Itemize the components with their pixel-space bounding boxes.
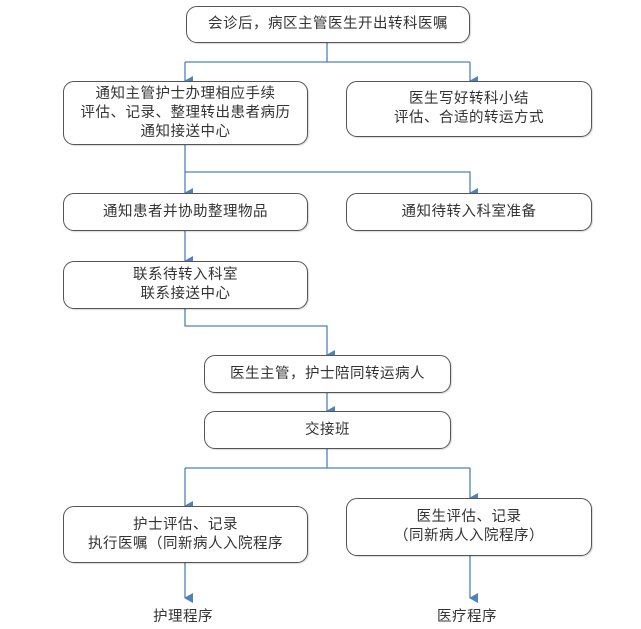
node-text-line: 医生评估、记录 <box>416 509 522 525</box>
node-nurse-assessment: 护士评估、记录执行医嘱（同新病人入院程序 <box>63 506 308 563</box>
connector-to-notify-dept <box>185 171 478 198</box>
node-start-transfer-order: 会诊后，病区主管医生开出转科医嘱 <box>186 6 470 43</box>
node-notify-receiving-dept: 通知待转入科室准备 <box>346 193 592 231</box>
node-text-line: 联系待转入科室 <box>133 267 238 283</box>
node-text-line: 评估、合适的转运方式 <box>394 110 544 126</box>
terminal-nursing-procedure: 护理程序 <box>153 609 213 625</box>
node-escort-patient: 医生主管，护士陪同转运病人 <box>204 355 451 393</box>
node-text-line: 通知主管护士办理相应手续 <box>95 85 276 102</box>
node-text-line: 评估、记录、整理转出患者病历 <box>80 104 291 121</box>
node-text-line: 医生写好转科小结 <box>409 91 529 107</box>
node-text-line: 护士评估、记录 <box>133 516 238 533</box>
node-notify-head-nurse: 通知主管护士办理相应手续评估、记录、整理转出患者病历通知接送中心 <box>63 81 308 145</box>
node-text-line: 联系接送中心 <box>140 286 231 302</box>
node-notify-patient: 通知患者并协助整理物品 <box>63 193 308 231</box>
node-doctor-assessment: 医生评估、记录 （同新病人入院程序） <box>346 498 592 556</box>
connector-to-escort <box>184 309 335 360</box>
node-text-line: 执行医嘱（同新病人入院程序 <box>88 535 283 552</box>
node-text-line: 交接班 <box>305 421 350 438</box>
node-text-line: 通知患者并协助整理物品 <box>103 203 268 220</box>
terminal-medical-procedure: 医疗程序 <box>437 609 497 625</box>
node-text-line: （同新病人入院程序） <box>394 528 544 544</box>
node-contact-dept-and-transport: 联系待转入科室联系接送中心 <box>63 261 308 309</box>
node-text-line: 通知待转入科室准备 <box>401 203 537 220</box>
node-handover: 交接班 <box>204 411 451 449</box>
node-text-line: 医生主管，护士陪同转运病人 <box>230 365 425 382</box>
node-text-line: 会诊后，病区主管医生开出转科医嘱 <box>208 16 448 32</box>
node-text-line: 通知接送中心 <box>140 123 231 140</box>
node-doctor-transfer-summary: 医生写好转科小结评估、合适的转运方式 <box>346 81 592 137</box>
